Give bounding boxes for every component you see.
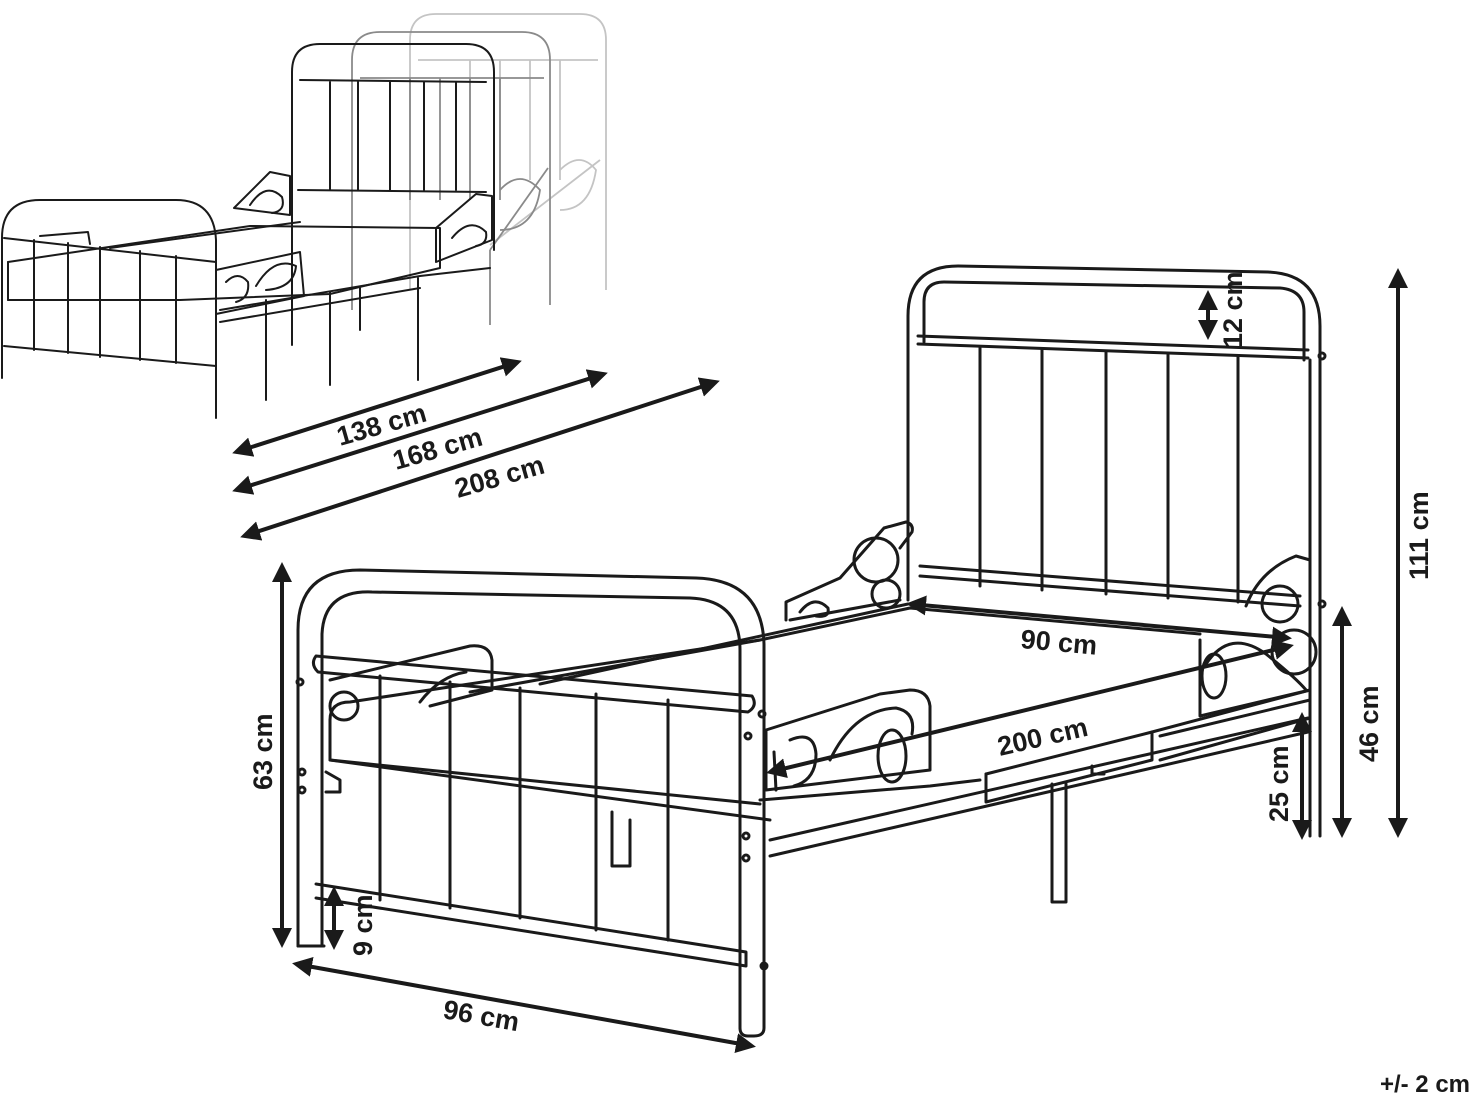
label-208cm: 208 cm [451, 450, 547, 504]
label-63cm: 63 cm [248, 713, 278, 790]
label-200cm: 200 cm [995, 712, 1091, 762]
label-25cm: 25 cm [1264, 745, 1294, 822]
label-90cm: 90 cm [1019, 624, 1098, 661]
label-46cm: 46 cm [1354, 685, 1384, 762]
extendable-bed-illustration [1, 13, 607, 419]
label-9cm: 9 cm [348, 894, 378, 956]
main-dimension-arrows [272, 268, 1408, 1054]
length-arrows: 138 cm 168 cm 208 cm [232, 357, 720, 541]
label-12cm: 12 cm [1218, 271, 1248, 348]
label-111cm: 111 cm [1404, 491, 1434, 580]
tolerance-note: +/- 2 cm [1379, 1071, 1470, 1098]
